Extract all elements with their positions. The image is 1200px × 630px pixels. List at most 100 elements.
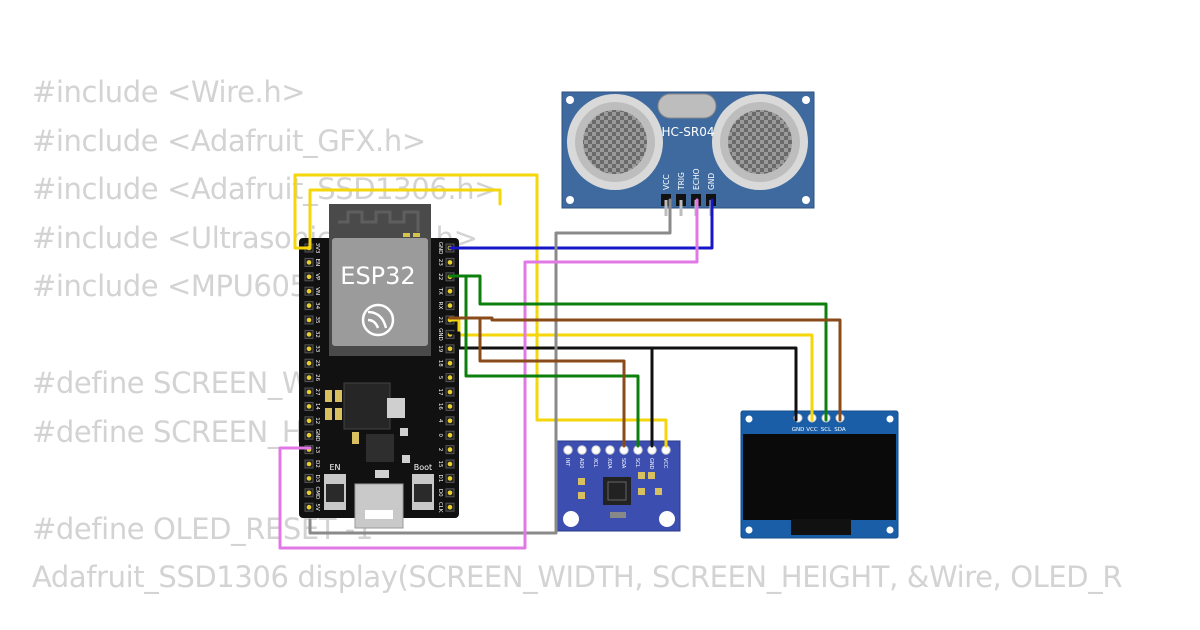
- regulator-chip: [343, 382, 391, 430]
- oled-pin-label: SDA: [834, 427, 846, 433]
- wire-layer: [278, 173, 842, 550]
- esp32-pin-label: GND: [314, 429, 320, 442]
- esp32-board[interactable]: ESP32 EN Boot: [299, 204, 459, 529]
- wire-gnd-to-hcsr04: [448, 198, 714, 250]
- esp32-pin-label: 12: [314, 417, 320, 424]
- en-button-label: EN: [329, 463, 340, 472]
- esp32-pin-label: 23: [437, 259, 443, 266]
- esp32-pin-label: CMD: [314, 486, 320, 499]
- esp32-pin-label: VN: [314, 287, 320, 295]
- transducer-left-icon: [567, 94, 663, 190]
- wire-vcc-to-oled: [448, 318, 814, 422]
- mpu6050-pin[interactable]: [591, 445, 601, 455]
- usb-uart-chip: [366, 434, 394, 462]
- esp32-pin-label: 22: [437, 273, 443, 280]
- esp32-pin-label: RX: [437, 302, 443, 310]
- antenna-trace: [338, 210, 420, 232]
- esp32-pin-label: D3: [314, 475, 320, 483]
- esp32-pin-label: 17: [437, 389, 443, 396]
- esp32-pin-label: CLK: [437, 502, 443, 513]
- esp32-pin-label: 15: [437, 461, 443, 468]
- code-line: #include <Wire.h>: [32, 75, 306, 109]
- esp32-pin-label: 34: [314, 302, 320, 309]
- esp32-pin-label: 21: [437, 317, 443, 324]
- mpu6050-module[interactable]: INT AD0 XCL XDA SDA SCL GND VCC: [556, 440, 681, 532]
- wire-gnd-to-mpu: [457, 346, 654, 448]
- oled-pin-label: SCL: [821, 427, 832, 433]
- mpu6050-pin-row: INT AD0 XCL XDA SDA SCL GND VCC: [563, 445, 671, 470]
- boot-button-label: Boot: [414, 463, 432, 472]
- oled-screen: [743, 434, 896, 520]
- espressif-logo-icon: [361, 303, 395, 337]
- mpu6050-pin[interactable]: [605, 445, 615, 455]
- wire-22-to-oled-scl: [448, 274, 828, 422]
- hcsr04-pin-label: VCC: [662, 174, 671, 190]
- mpu6050-pin-label: SDA: [620, 458, 626, 469]
- oled-ribbon: [791, 519, 851, 535]
- mpu6050-pin-label: VCC: [662, 458, 668, 469]
- hcsr04-pin-label: ECHO: [692, 168, 701, 190]
- esp32-pin-label: 35: [314, 317, 320, 324]
- esp32-pin-label: 3V3: [314, 243, 320, 254]
- esp32-pin-label: EN: [314, 259, 320, 267]
- esp32-pin-label: 2: [437, 448, 443, 452]
- esp32-pin-label: 33: [314, 345, 320, 352]
- esp32-pin-label: TX: [437, 287, 443, 295]
- oled-pin-label: GND: [792, 427, 805, 433]
- esp32-pin-label: D0: [437, 489, 443, 497]
- mpu6050-pin-label: XCL: [592, 458, 598, 468]
- esp32-shield: [332, 238, 428, 346]
- esp32-pin-label: VP: [314, 273, 320, 281]
- code-line: Adafruit_SSD1306 display(SCREEN_WIDTH, S…: [32, 560, 1123, 594]
- esp32-pin-label: 19: [437, 345, 443, 352]
- mpu6050-chip: [603, 477, 631, 505]
- hcsr04-label: HC-SR04: [662, 125, 715, 139]
- esp32-pin-label: GND: [437, 328, 443, 341]
- en-button[interactable]: EN: [324, 463, 346, 510]
- esp32-pin-label: 13: [314, 446, 320, 453]
- transducer-right-icon: [712, 94, 808, 190]
- esp32-pin-label: 4: [437, 419, 443, 423]
- code-line: #include <Adafruit_GFX.h>: [32, 123, 426, 158]
- esp32-pin-label: 25: [314, 360, 320, 367]
- esp32-pin-label: 27: [314, 389, 320, 396]
- esp32-pin-label: GND: [437, 242, 443, 255]
- oled-pin-label: VCC: [806, 427, 818, 433]
- esp32-pin-label: 16: [437, 403, 443, 410]
- wire-21-to-mpu-sda: [448, 316, 626, 448]
- usb-port: [354, 483, 404, 529]
- mpu6050-pin-label: SCL: [634, 458, 640, 468]
- wire-echo: [278, 198, 699, 550]
- mpu6050-pin-label: AD0: [578, 458, 584, 468]
- wire-21-to-oled-sda: [448, 316, 842, 422]
- wire-3v3-to-hcsr04-vcc: [293, 173, 668, 448]
- wire-trig: [308, 198, 672, 535]
- mpu6050-pin-label: XDA: [606, 458, 612, 469]
- esp32-pin-label: 5V: [314, 504, 320, 511]
- mpu6050-pin[interactable]: [563, 445, 573, 455]
- hcsr04-sensor[interactable]: HC-SR04 VCC TRIG ECHO GND: [561, 91, 815, 216]
- boot-button[interactable]: Boot: [412, 463, 434, 510]
- mpu6050-pin-label: GND: [648, 458, 654, 470]
- esp32-pin-label: 18: [437, 360, 443, 367]
- esp32-pin-label: 32: [314, 331, 320, 338]
- crystal-oscillator: [657, 93, 717, 119]
- esp32-pin-label: 0: [437, 433, 443, 437]
- mpu6050-pin[interactable]: [577, 445, 587, 455]
- wire-22-to-mpu-scl: [448, 274, 640, 448]
- esp32-label: ESP32: [340, 262, 415, 290]
- mpu6050-pin-label: INT: [564, 458, 570, 467]
- hcsr04-pin-label: GND: [707, 173, 716, 190]
- esp32-pin-label: 14: [314, 403, 320, 410]
- wire-3v3-loop: [308, 188, 502, 250]
- esp32-pin-label: 26: [314, 374, 320, 381]
- hcsr04-pin-label: TRIG: [677, 172, 686, 191]
- esp32-pin-label: D1: [437, 475, 443, 483]
- esp32-pin-label: D2: [314, 460, 320, 468]
- esp32-pin-label: 5: [437, 376, 443, 380]
